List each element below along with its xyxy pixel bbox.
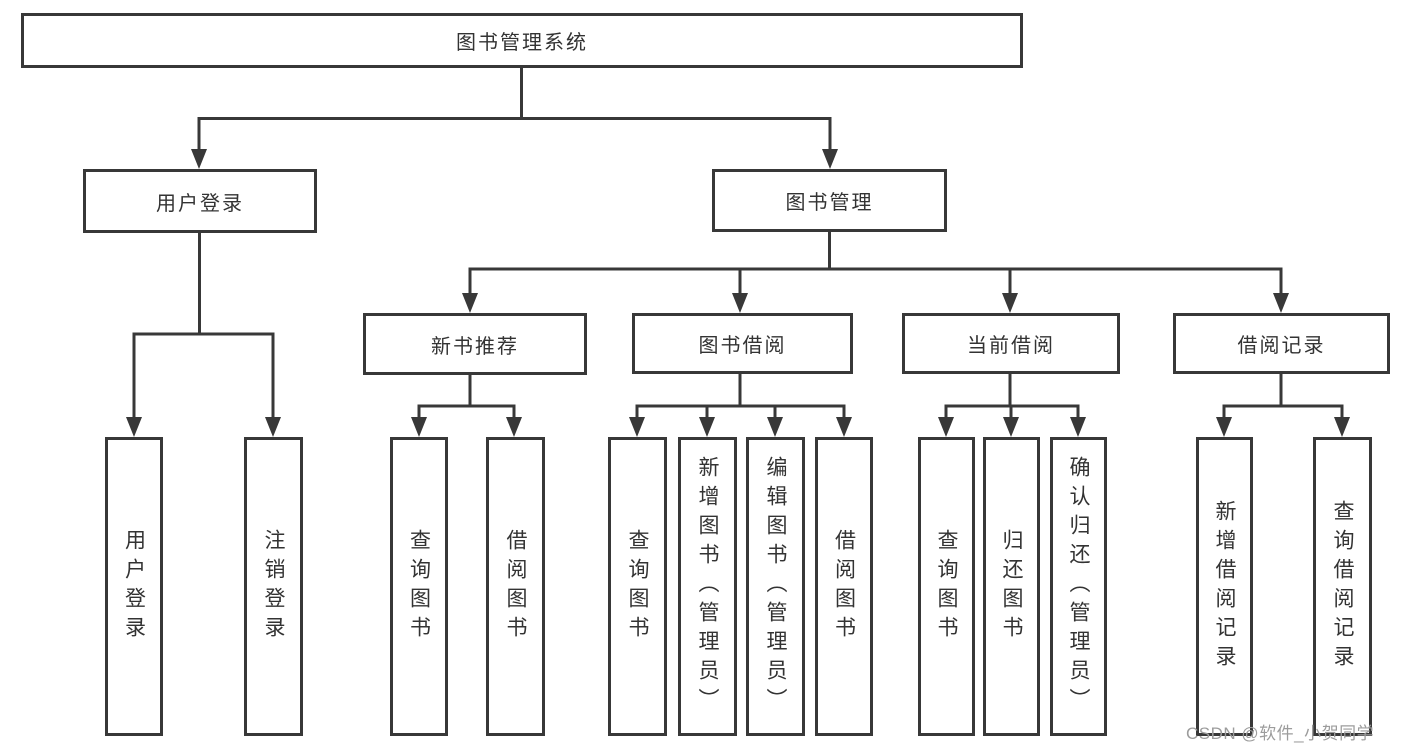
leaf-cb-return-books: 归还图书	[983, 437, 1040, 736]
node-book-management: 图书管理	[712, 169, 947, 232]
leaf-nb-borrow-books: 借阅图书	[486, 437, 545, 736]
arrowhead-cb-return	[1003, 417, 1019, 437]
node-book-borrow: 图书借阅	[632, 313, 853, 374]
leaf-bb-borrow-books: 借阅图书	[815, 437, 873, 736]
leaf-cb-query-books: 查询图书	[918, 437, 975, 736]
arrowhead-new-books	[462, 293, 478, 313]
arrowhead-leaf-logout	[265, 417, 281, 437]
connector-new-books-children	[417, 375, 516, 420]
arrowhead-bb-edit	[767, 417, 783, 437]
leaf-user-login: 用户登录	[105, 437, 163, 736]
arrowhead-br-add	[1216, 417, 1232, 437]
leaf-logout: 注销登录	[244, 437, 303, 736]
connector-user-login-children	[132, 232, 275, 420]
connector-book-borrow-children	[635, 374, 846, 420]
arrowhead-borrow-records	[1273, 293, 1289, 313]
arrowhead-leaf-user-login	[126, 417, 142, 437]
arrowhead-cb-query	[938, 417, 954, 437]
arrowhead-current-borrow	[1002, 293, 1018, 313]
arrowhead-book-mgmt	[822, 149, 838, 169]
node-current-borrow: 当前借阅	[902, 313, 1120, 374]
leaf-cb-confirm-return-admin: 确认归还（管理员）	[1050, 437, 1107, 736]
arrowhead-bb-borrow	[836, 417, 852, 437]
arrowhead-br-query	[1334, 417, 1350, 437]
arrowhead-nb-query	[411, 417, 427, 437]
node-user-login: 用户登录	[83, 169, 317, 233]
node-borrow-records: 借阅记录	[1173, 313, 1390, 374]
leaf-nb-query-books: 查询图书	[390, 437, 448, 736]
leaf-br-query-record: 查询借阅记录	[1313, 437, 1372, 736]
connector-current-borrow-children	[944, 374, 1080, 420]
csdn-watermark: CSDN @软件_小贺同学	[1186, 724, 1375, 743]
connector-book-mgmt-children	[468, 232, 1283, 296]
arrowhead-bb-query	[629, 417, 645, 437]
leaf-bb-query-books: 查询图书	[608, 437, 667, 736]
arrowhead-bb-add	[699, 417, 715, 437]
connector-borrow-records-children	[1222, 374, 1344, 420]
connector-root-to-level1	[197, 68, 832, 152]
arrowhead-nb-borrow	[506, 417, 522, 437]
arrowhead-book-borrow	[732, 293, 748, 313]
node-new-book-recommend: 新书推荐	[363, 313, 587, 375]
node-root-library-system: 图书管理系统	[21, 13, 1023, 68]
arrowhead-user-login	[191, 149, 207, 169]
leaf-bb-edit-books-admin: 编辑图书（管理员）	[746, 437, 805, 736]
arrowhead-cb-confirm	[1070, 417, 1086, 437]
leaf-bb-add-books-admin: 新增图书（管理员）	[678, 437, 737, 736]
leaf-br-add-record: 新增借阅记录	[1196, 437, 1253, 736]
